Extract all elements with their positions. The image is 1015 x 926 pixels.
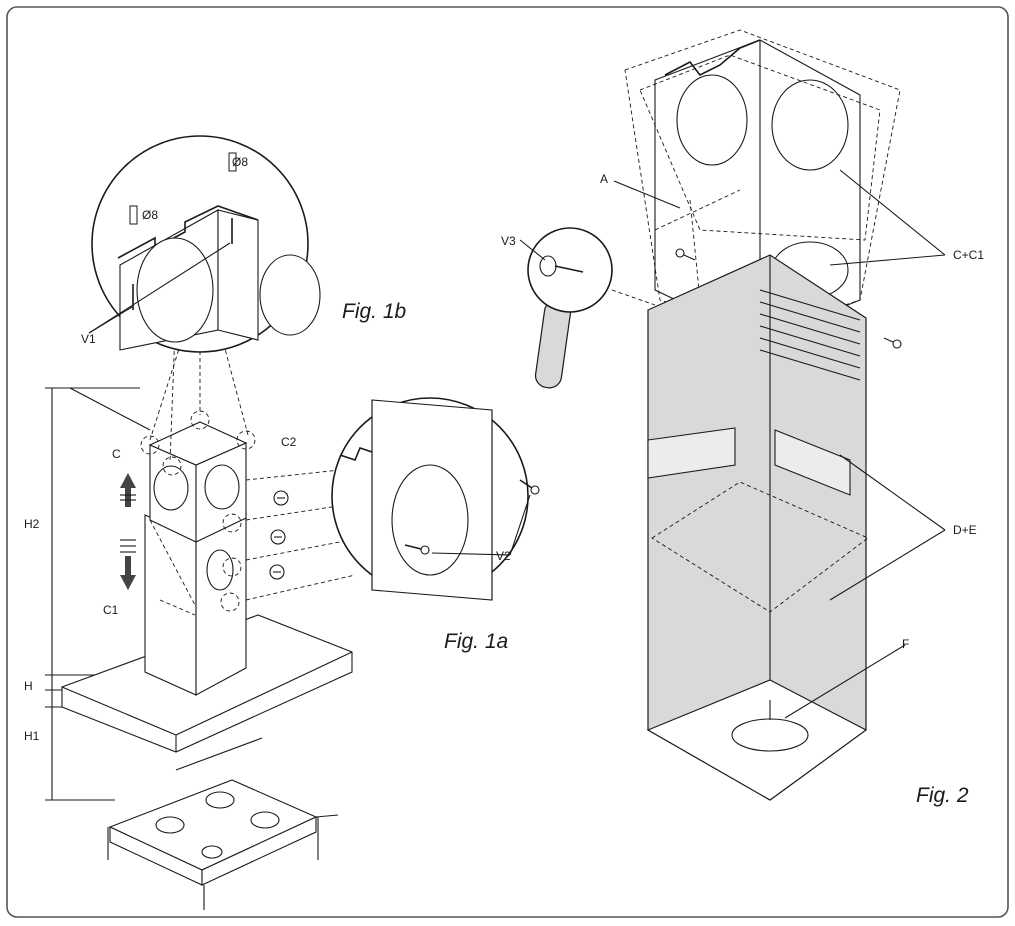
fig2-assembly bbox=[613, 29, 946, 801]
label-d-e: D+E bbox=[953, 523, 977, 537]
chimney-c2 bbox=[140, 410, 256, 612]
frame-border bbox=[6, 6, 1009, 918]
screw-icon bbox=[675, 248, 902, 349]
fig1a-title: Fig. 1a bbox=[444, 630, 508, 653]
label-h: H bbox=[24, 679, 33, 693]
fig2-title: Fig. 2 bbox=[916, 784, 969, 807]
wall-plug-icon bbox=[129, 152, 237, 225]
vent-slots bbox=[759, 289, 861, 381]
label-o8-left: Ø8 bbox=[142, 208, 158, 222]
magnifier-icon bbox=[519, 227, 656, 389]
label-v1: V1 bbox=[81, 332, 96, 346]
screw-icon bbox=[132, 218, 233, 310]
label-c: C bbox=[112, 447, 121, 461]
screw-icon bbox=[269, 490, 289, 580]
label-c1: C1 bbox=[103, 603, 119, 617]
label-o8-top: Ø8 bbox=[232, 155, 248, 169]
screw-icon bbox=[404, 479, 540, 555]
label-v2: V2 bbox=[496, 549, 511, 563]
leader-lines-fig1a bbox=[245, 469, 356, 601]
fig1a-detail bbox=[331, 397, 540, 601]
label-c2: C2 bbox=[281, 435, 297, 449]
label-f: F bbox=[902, 637, 909, 651]
label-c-c1: C+C1 bbox=[953, 248, 984, 262]
fig1-assembly bbox=[45, 329, 356, 910]
cooktop bbox=[107, 779, 339, 910]
fig1b-detail bbox=[88, 135, 321, 353]
down-arrow-icon bbox=[120, 539, 136, 590]
fig1b-title: Fig. 1b bbox=[342, 300, 407, 323]
label-h2: H2 bbox=[24, 517, 40, 531]
label-a: A bbox=[600, 172, 608, 186]
up-arrow-icon bbox=[120, 473, 136, 507]
label-h1: H1 bbox=[24, 729, 40, 743]
label-v3: V3 bbox=[501, 234, 516, 248]
